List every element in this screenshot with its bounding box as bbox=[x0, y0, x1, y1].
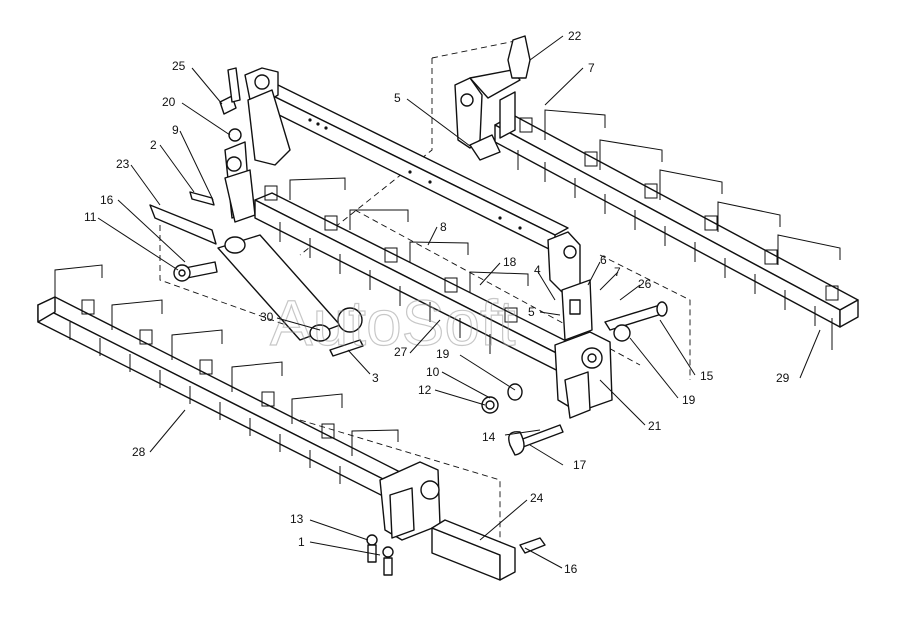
lower-beam bbox=[254, 177, 597, 383]
frame-right-bracket bbox=[547, 231, 593, 341]
front-left-bar bbox=[37, 264, 401, 498]
callout-1: 1 bbox=[298, 535, 305, 549]
pivot-bracket bbox=[554, 331, 613, 419]
callout-16: 16 bbox=[100, 193, 114, 207]
link-plates bbox=[431, 519, 546, 581]
callout-13: 13 bbox=[290, 512, 304, 526]
watermark-text: AutoSoft bbox=[270, 287, 516, 359]
callout-22: 22 bbox=[568, 29, 582, 43]
callout-19-right: 19 bbox=[682, 393, 696, 407]
callout-26: 26 bbox=[638, 277, 652, 291]
rear-bracket bbox=[454, 69, 521, 161]
callout-21: 21 bbox=[648, 419, 662, 433]
callout-23: 23 bbox=[116, 157, 130, 171]
callout-5: 5 bbox=[528, 305, 535, 319]
callout-labels: 25 20 9 2 23 16 11 30 3 27 8 18 4 5 6 7 … bbox=[84, 29, 790, 576]
callout-20: 20 bbox=[162, 95, 176, 109]
callout-25: 25 bbox=[172, 59, 186, 73]
leader-lines bbox=[97, 35, 821, 569]
callout-16-bottom: 16 bbox=[564, 562, 578, 576]
rear-right-bar bbox=[494, 109, 859, 350]
pins bbox=[508, 301, 668, 456]
callout-7: 7 bbox=[614, 265, 621, 279]
callout-10: 10 bbox=[426, 365, 440, 379]
assembly-guide-lines bbox=[159, 39, 691, 560]
callout-9: 9 bbox=[172, 123, 179, 137]
callout-12: 12 bbox=[418, 383, 432, 397]
callout-30: 30 bbox=[260, 310, 274, 324]
callout-27: 27 bbox=[394, 345, 408, 359]
callout-6: 6 bbox=[600, 253, 607, 267]
callout-18: 18 bbox=[503, 255, 517, 269]
callout-15: 15 bbox=[700, 369, 714, 383]
callout-2: 2 bbox=[150, 138, 157, 152]
front-bracket bbox=[366, 461, 441, 576]
plate-part-22 bbox=[507, 35, 531, 79]
callout-24: 24 bbox=[530, 491, 544, 505]
callout-19: 19 bbox=[436, 347, 450, 361]
callout-14: 14 bbox=[482, 430, 496, 444]
callout-7-top: 7 bbox=[588, 61, 595, 75]
callout-8: 8 bbox=[440, 220, 447, 234]
frame-left-bracket bbox=[224, 67, 291, 223]
callout-28: 28 bbox=[132, 445, 146, 459]
callout-11: 11 bbox=[84, 210, 97, 224]
callout-29: 29 bbox=[776, 371, 790, 385]
callout-5-top: 5 bbox=[394, 91, 401, 105]
callout-4: 4 bbox=[534, 263, 541, 277]
callout-3: 3 bbox=[372, 371, 379, 385]
callout-17: 17 bbox=[573, 458, 587, 472]
